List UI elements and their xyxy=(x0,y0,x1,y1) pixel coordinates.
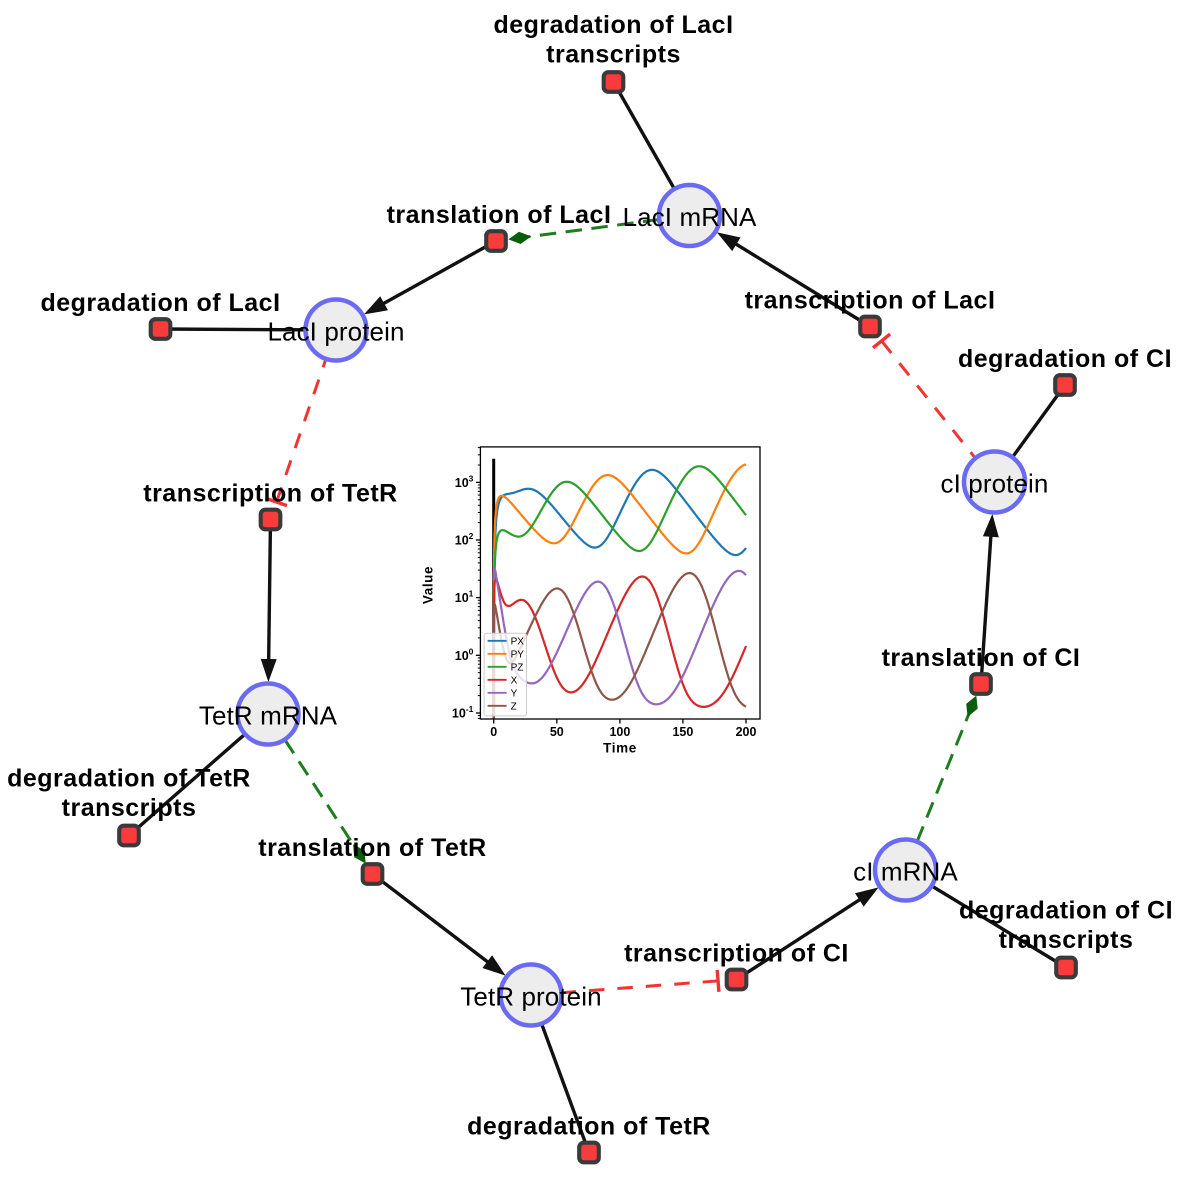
svg-text:cI protein: cI protein xyxy=(941,469,1049,499)
svg-text:TetR protein: TetR protein xyxy=(460,982,601,1012)
svg-text:PZ: PZ xyxy=(511,662,524,673)
svg-text:PY: PY xyxy=(511,649,525,660)
svg-text:200: 200 xyxy=(736,725,757,739)
svg-text:degradation of CI: degradation of CI xyxy=(959,897,1173,925)
svg-text:transcription of CI: transcription of CI xyxy=(624,940,849,968)
svg-text:Z: Z xyxy=(511,701,517,712)
svg-text:degradation of LacI: degradation of LacI xyxy=(40,289,280,317)
svg-text:Time: Time xyxy=(603,741,637,756)
svg-text:LacI protein: LacI protein xyxy=(267,317,404,347)
svg-text:translation of CI: translation of CI xyxy=(882,644,1081,672)
svg-text:transcripts: transcripts xyxy=(999,926,1134,954)
svg-text:transcription of TetR: transcription of TetR xyxy=(143,480,397,508)
svg-text:150: 150 xyxy=(672,725,693,739)
svg-text:translation of LacI: translation of LacI xyxy=(387,201,612,229)
svg-text:transcripts: transcripts xyxy=(62,794,197,822)
svg-text:cI mRNA: cI mRNA xyxy=(853,857,958,887)
svg-text:0: 0 xyxy=(490,725,497,739)
svg-text:translation of TetR: translation of TetR xyxy=(258,834,486,862)
svg-text:degradation of TetR: degradation of TetR xyxy=(467,1113,711,1141)
svg-text:50: 50 xyxy=(550,725,564,739)
svg-text:degradation of TetR: degradation of TetR xyxy=(7,765,251,793)
svg-text:degradation of LacI: degradation of LacI xyxy=(493,11,733,39)
svg-text:degradation of CI: degradation of CI xyxy=(958,345,1172,373)
svg-text:100: 100 xyxy=(609,725,630,739)
svg-text:TetR mRNA: TetR mRNA xyxy=(199,701,338,731)
svg-text:transcription of LacI: transcription of LacI xyxy=(745,287,996,315)
svg-text:Y: Y xyxy=(511,688,518,699)
svg-text:PX: PX xyxy=(511,636,525,647)
svg-text:transcripts: transcripts xyxy=(546,41,681,69)
svg-text:Value: Value xyxy=(421,566,436,604)
svg-text:X: X xyxy=(511,675,518,686)
svg-text:LacI mRNA: LacI mRNA xyxy=(623,202,757,232)
